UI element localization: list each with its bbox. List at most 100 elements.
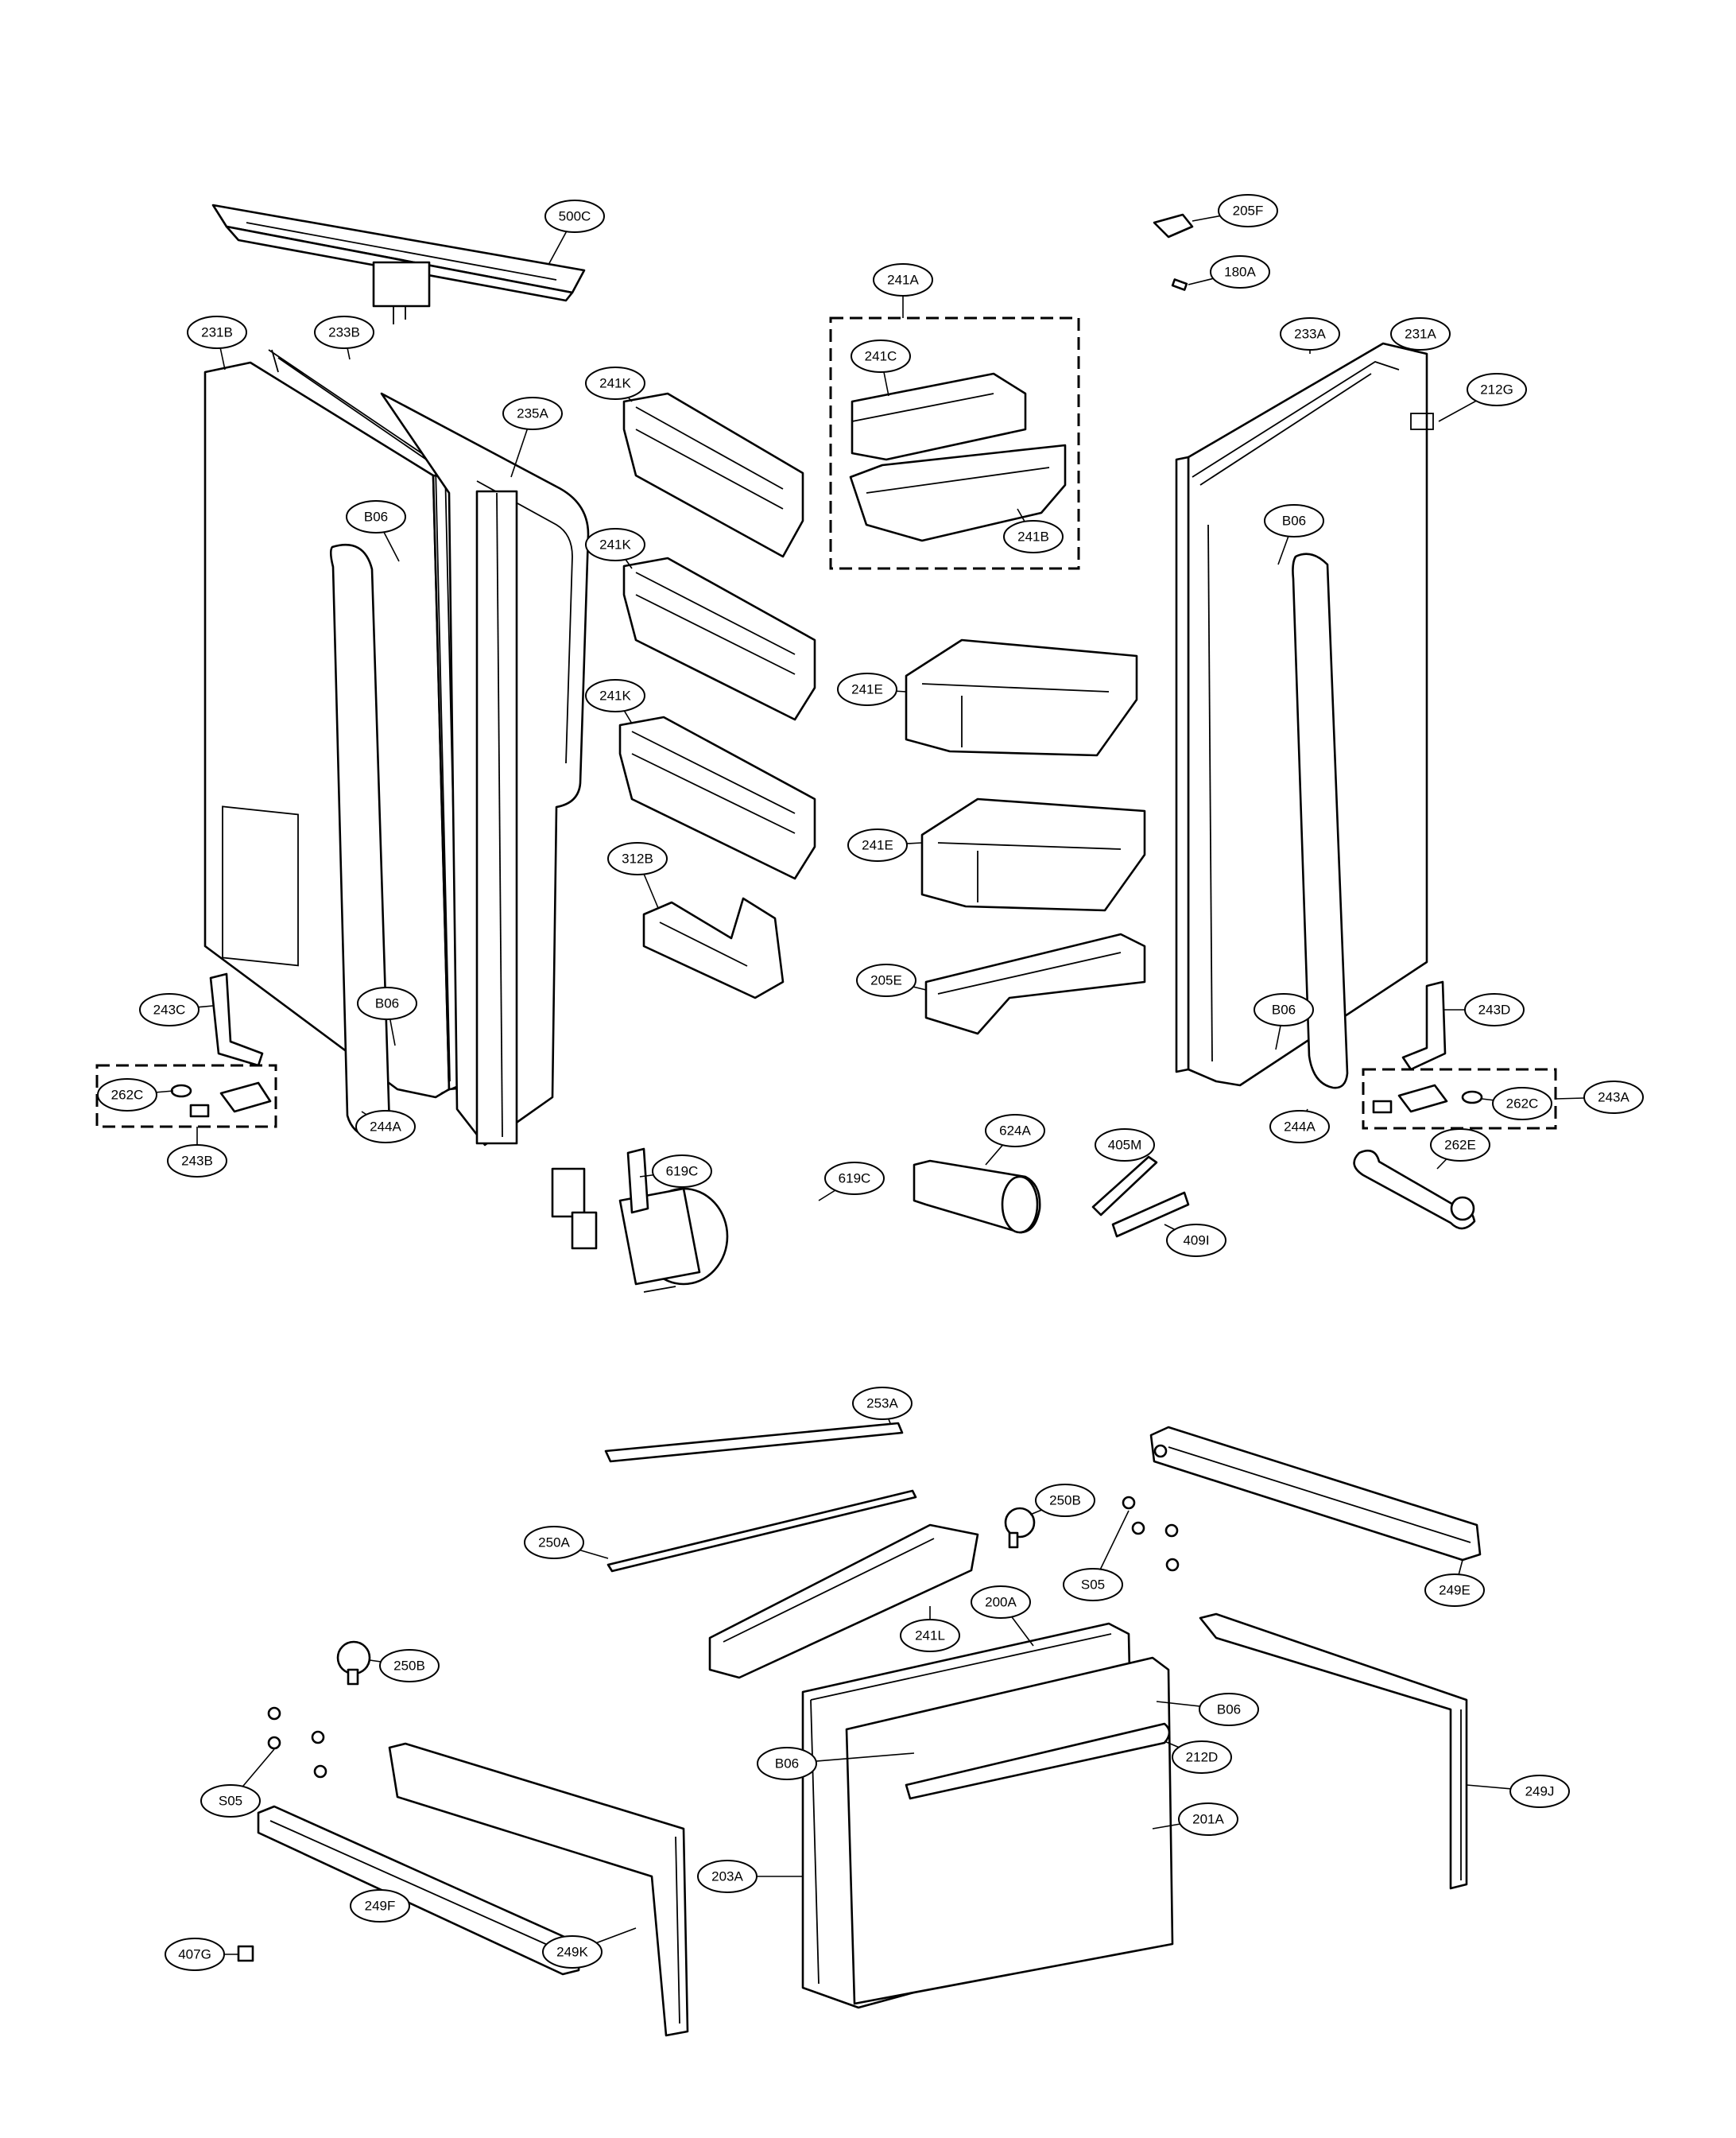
strip-409i [1111, 1191, 1190, 1238]
callout-b06: B06 [757, 1747, 817, 1780]
callout-ellipse [900, 1619, 960, 1652]
basket-241l [708, 1523, 979, 1679]
callout-ellipse [346, 500, 406, 534]
clip-407g [237, 1945, 254, 1962]
door-bin-241e-1 [905, 638, 1138, 757]
callout-ellipse [1063, 1568, 1123, 1601]
callout-205f: 205F [1218, 194, 1278, 227]
part-number-label: 203A [711, 1869, 743, 1884]
left-door-liner-235a [380, 392, 590, 1147]
callout-ellipse [1280, 317, 1340, 351]
part-number-label: 244A [1284, 1119, 1316, 1135]
callout-ellipse [585, 528, 645, 561]
part-number-label: 243D [1478, 1003, 1511, 1018]
callout-241b: 241B [1003, 520, 1064, 553]
callout-ellipse [1464, 993, 1525, 1026]
gear-250b-right [1004, 1507, 1036, 1549]
callout-231a: 231A [1390, 317, 1451, 351]
part-number-label: 312B [622, 852, 653, 867]
part-number-label: B06 [1282, 514, 1306, 529]
callout-407g: 407G [165, 1938, 225, 1971]
callout-ellipse [585, 367, 645, 400]
part-number-label: 241K [599, 376, 631, 391]
callout-ellipse [837, 673, 897, 706]
part-number-label: 180A [1224, 265, 1256, 280]
wrench-262e [1353, 1150, 1476, 1230]
clip-205f [1153, 213, 1194, 239]
callout-241c: 241C [851, 340, 911, 373]
bracket-249j [1199, 1612, 1468, 1890]
callout-200a: 200A [971, 1585, 1031, 1619]
callout-ellipse [355, 1110, 416, 1143]
callout-249f: 249F [350, 1889, 410, 1923]
part-number-label: 205E [870, 973, 902, 988]
callout-ellipse [139, 993, 200, 1026]
right-door-gasket-233a [1192, 361, 1400, 1062]
callout-243d: 243D [1464, 993, 1525, 1026]
part-number-label: B06 [775, 1756, 799, 1771]
hinge-bracket-243c [209, 972, 264, 1067]
callout-243b: 243B [167, 1144, 227, 1178]
callout-b06: B06 [357, 987, 417, 1020]
callout-b06: B06 [1254, 993, 1314, 1026]
part-number-label: 233A [1294, 327, 1326, 342]
callout-b06: B06 [1199, 1693, 1259, 1726]
part-number-label: 233B [328, 325, 360, 340]
part-number-label: 249J [1525, 1784, 1555, 1799]
part-number-label: 241C [865, 349, 897, 364]
callout-ellipse [350, 1889, 410, 1923]
callout-ellipse [1218, 194, 1278, 227]
callout-262c: 262C [97, 1078, 157, 1112]
callout-ellipse [1035, 1484, 1095, 1517]
callout-ellipse [1172, 1740, 1232, 1774]
part-number-label: 243B [181, 1154, 213, 1169]
screws-s05-lower [267, 1706, 327, 1779]
callout-619c: 619C [652, 1154, 712, 1188]
callout-250b: 250B [379, 1649, 440, 1682]
callout-243a: 243A [1583, 1081, 1644, 1114]
hinge-bracket-243d [1401, 980, 1447, 1071]
callout-ellipse [652, 1154, 712, 1188]
callout-231b: 231B [187, 316, 247, 349]
door-bin-241k-2 [622, 557, 816, 721]
callout-241k: 241K [585, 679, 645, 712]
callout-ellipse [1254, 993, 1314, 1026]
part-number-label: S05 [1081, 1577, 1105, 1593]
callout-203a: 203A [697, 1860, 758, 1893]
callout-ellipse [971, 1585, 1031, 1619]
part-number-label: 241E [851, 682, 883, 697]
part-number-label: 619C [839, 1171, 871, 1186]
callout-205e: 205E [856, 964, 916, 997]
water-filter-624a [913, 1159, 1041, 1234]
callout-235a: 235A [502, 397, 563, 430]
callout-ellipse [544, 200, 605, 233]
callout-ellipse [1264, 504, 1324, 537]
callout-244a: 244A [355, 1110, 416, 1143]
part-number-label: 201A [1192, 1812, 1224, 1827]
part-number-label: 212D [1186, 1750, 1219, 1765]
strip-405m [1091, 1155, 1158, 1216]
callout-b06: B06 [1264, 504, 1324, 537]
callout-ellipse [542, 1935, 603, 1969]
part-number-label: B06 [1272, 1003, 1296, 1018]
callout-233b: 233B [314, 316, 374, 349]
callout-ellipse [1003, 520, 1064, 553]
part-number-label: 249F [365, 1899, 396, 1914]
callout-624a: 624A [985, 1114, 1045, 1147]
callout-ellipse [824, 1162, 885, 1195]
callout-ellipse [1178, 1802, 1238, 1836]
callout-262c: 262C [1492, 1087, 1552, 1120]
part-number-label: 262C [111, 1088, 144, 1103]
part-number-label: 405M [1108, 1138, 1142, 1153]
callout-212g: 212G [1467, 373, 1527, 406]
callout-405m: 405M [1095, 1128, 1155, 1162]
callout-262e: 262E [1430, 1128, 1490, 1162]
callout-243c: 243C [139, 993, 200, 1026]
dairy-bin-assembly-241a [829, 316, 1080, 570]
callout-201a: 201A [1178, 1802, 1238, 1836]
part-number-label: 250B [1049, 1493, 1081, 1508]
callout-ellipse [607, 842, 668, 875]
callout-ellipse [985, 1114, 1045, 1147]
part-number-label: 231B [201, 325, 233, 340]
bracket-312b [642, 897, 785, 999]
